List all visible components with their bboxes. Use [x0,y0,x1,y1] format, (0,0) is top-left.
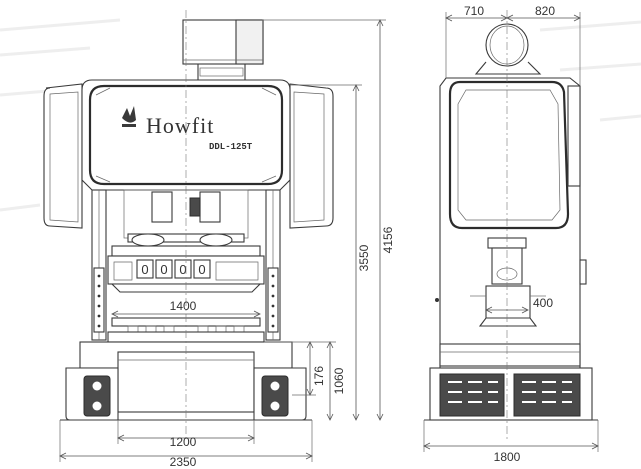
dim-2350: 2350 [170,455,197,469]
dim-400: 400 [533,296,553,310]
side-crown-panel [448,80,570,230]
counter-digit: 0 [179,262,186,277]
brand-logo [122,106,136,127]
side-base-panel-right [513,373,581,417]
side-base-panel-left [439,373,505,417]
side-control-box [567,85,581,187]
dim-1200: 1200 [170,435,197,449]
dim-1800: 1800 [494,450,521,464]
counter-digit: 0 [198,262,205,277]
right-side-cover-inner [293,91,325,223]
front-dimensions [59,19,386,462]
side-dimensions [423,12,599,452]
side-bed [439,343,581,367]
brand-name: Howfit [146,113,214,138]
dim-176: 176 [312,366,326,386]
center-block [189,197,201,217]
dim-1400: 1400 [170,299,197,313]
motor-box [182,19,264,80]
dim-3550: 3550 [357,244,371,271]
right-connecting-rod [199,191,221,223]
dim-1060: 1060 [332,367,346,394]
left-side-cover [43,83,83,229]
front-view: Howfit DDL-125T 0 0 [43,10,395,469]
side-view: 710 820 400 1800 [423,4,599,464]
counter-digit: 0 [160,262,167,277]
dim-4156: 4156 [381,226,395,253]
left-connecting-rod [151,191,173,223]
model-label: DDL-125T [209,142,253,152]
dim-710: 710 [464,4,484,18]
counter-digit: 0 [141,262,148,277]
right-side-cover [289,83,334,229]
vent-slots [448,381,572,403]
side-slide-bottom [485,285,531,321]
left-side-cover-inner [49,91,79,223]
left-foot-pad [83,375,111,417]
stroke-counter: 0 0 0 0 [136,259,211,279]
dim-820: 820 [535,4,555,18]
right-foot-pad [261,375,289,417]
background-streaks [0,18,641,212]
safety-sensors [93,267,279,333]
crown-panel [88,84,284,186]
